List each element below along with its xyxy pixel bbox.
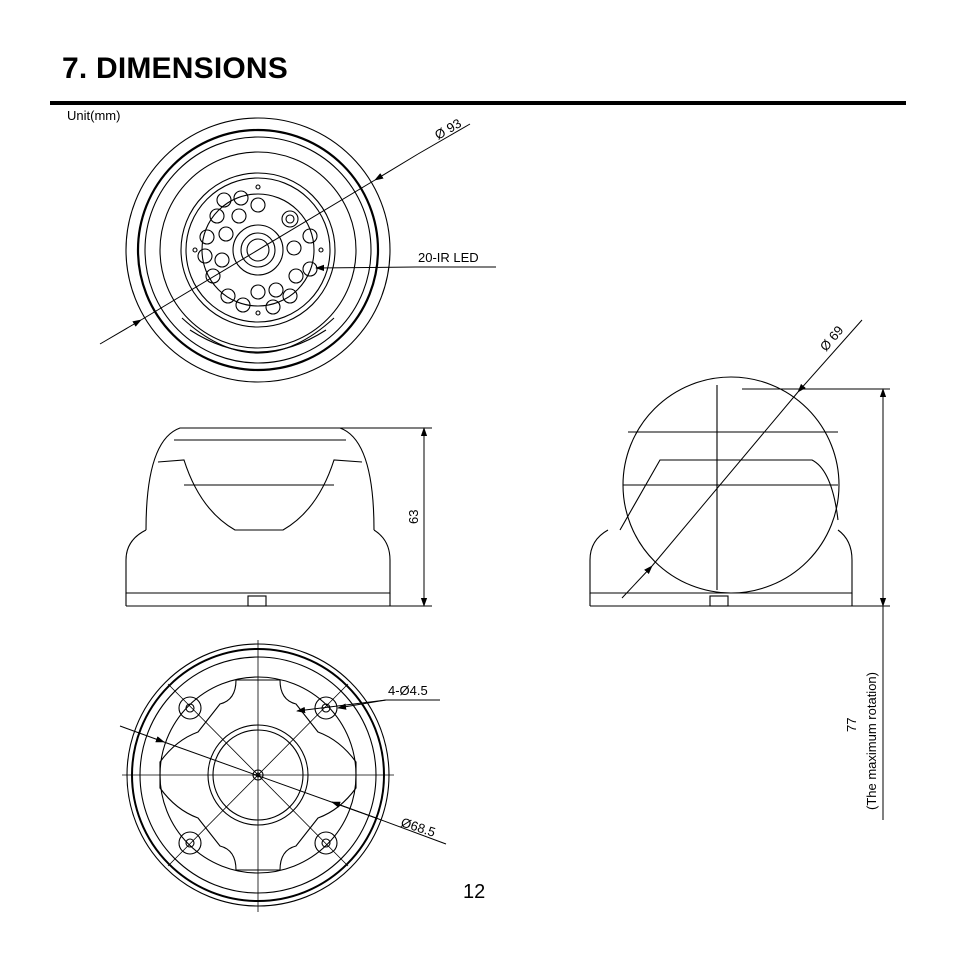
- tilted-diameter-label: Ø 69: [817, 323, 847, 354]
- lens-icon: [232, 224, 284, 276]
- mount-hole-icon: [178, 831, 202, 855]
- page-number: 12: [463, 881, 486, 903]
- height-label: 63: [406, 510, 421, 524]
- max-rotation-note: (The maximum rotation): [864, 672, 879, 810]
- ir-led-array: [197, 190, 318, 315]
- mount-holes-leader: [296, 699, 440, 714]
- mount-hole-icon: [178, 696, 202, 720]
- page-title: 7. DIMENSIONS: [62, 52, 288, 85]
- unit-label: Unit(mm): [67, 108, 121, 123]
- mount-hole-icon: [314, 831, 338, 855]
- base-diameter-label: Ø68.5: [399, 815, 437, 840]
- tilted-side-view: [589, 376, 853, 607]
- height-dimension: [340, 427, 432, 607]
- max-rotation-dimension: [742, 388, 890, 820]
- mount-holes-label: 4-Ø4.5: [388, 683, 428, 698]
- front-diameter-label: Ø 93: [432, 116, 464, 143]
- front-view: [125, 117, 391, 383]
- side-view: [125, 427, 391, 607]
- ir-led-leader: [315, 264, 496, 272]
- front-diameter-dimension: [99, 123, 471, 345]
- title-rule: [50, 101, 906, 105]
- ir-led-label: 20-IR LED: [418, 250, 479, 265]
- tilted-diameter-dimension: [621, 319, 863, 599]
- max-rotation-value: 77: [844, 718, 859, 732]
- base-diameter-dimension: [119, 725, 447, 845]
